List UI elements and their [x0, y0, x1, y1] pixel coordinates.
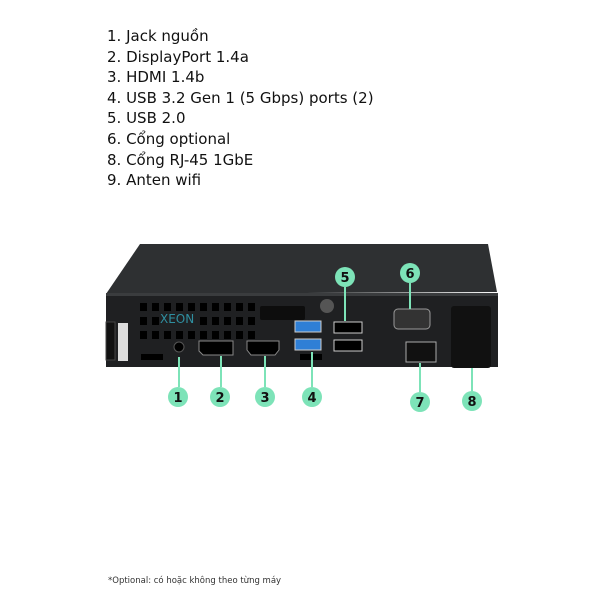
svg-text:7: 7 [415, 396, 424, 411]
callout-lines [178, 283, 473, 392]
brand-label: XEON [160, 312, 194, 326]
displayport [198, 340, 234, 356]
usb3-port-bottom [294, 338, 322, 351]
legend-item: 4. USB 3.2 Gen 1 (5 Gbps) ports (2) [107, 88, 374, 107]
callout-3: 3 [255, 387, 275, 407]
legend-item: 2. DisplayPort 1.4a [107, 47, 249, 66]
svg-text:2: 2 [215, 391, 224, 406]
usb3-port-top [294, 320, 322, 333]
svg-text:6: 6 [405, 267, 414, 282]
svg-text:1: 1 [173, 391, 182, 406]
usb2-port-top [333, 321, 363, 334]
callout-6: 6 [400, 263, 420, 283]
callout-4: 4 [302, 387, 322, 407]
callout-2: 2 [210, 387, 230, 407]
antenna-cap [451, 306, 491, 368]
callout-8: 8 [462, 391, 482, 411]
svg-text:4: 4 [307, 391, 316, 406]
port-legend: 1. Jack nguồn 2. DisplayPort 1.4a 3. HDM… [107, 26, 374, 191]
svg-text:3: 3 [260, 391, 269, 406]
sticker [118, 323, 128, 361]
screw [320, 299, 334, 313]
footnote: *Optional: có hoặc không theo từng máy [108, 576, 282, 586]
hdmi-port [246, 340, 280, 356]
legend-item: 9. Anten wifi [107, 171, 202, 190]
legend-item: 8. Cổng RJ-45 1GbE [107, 150, 254, 169]
chassis-top [106, 244, 497, 294]
legend-item: 3. HDMI 1.4b [107, 68, 205, 87]
power-jack [173, 341, 185, 353]
vent-grille [140, 303, 322, 360]
legend-item: 5. USB 2.0 [107, 109, 186, 128]
usb2-port-bottom [333, 339, 363, 352]
legend-item: 6. Cổng optional [107, 129, 231, 148]
callout-5: 5 [335, 267, 355, 287]
kensington-slot [105, 321, 116, 361]
svg-text:5: 5 [340, 271, 349, 286]
svg-text:8: 8 [467, 395, 476, 410]
callout-7: 7 [410, 392, 430, 412]
callout-1: 1 [168, 387, 188, 407]
vga-port [393, 308, 431, 330]
legend-item: 1. Jack nguồn [107, 27, 209, 45]
rj45-port [405, 341, 437, 363]
